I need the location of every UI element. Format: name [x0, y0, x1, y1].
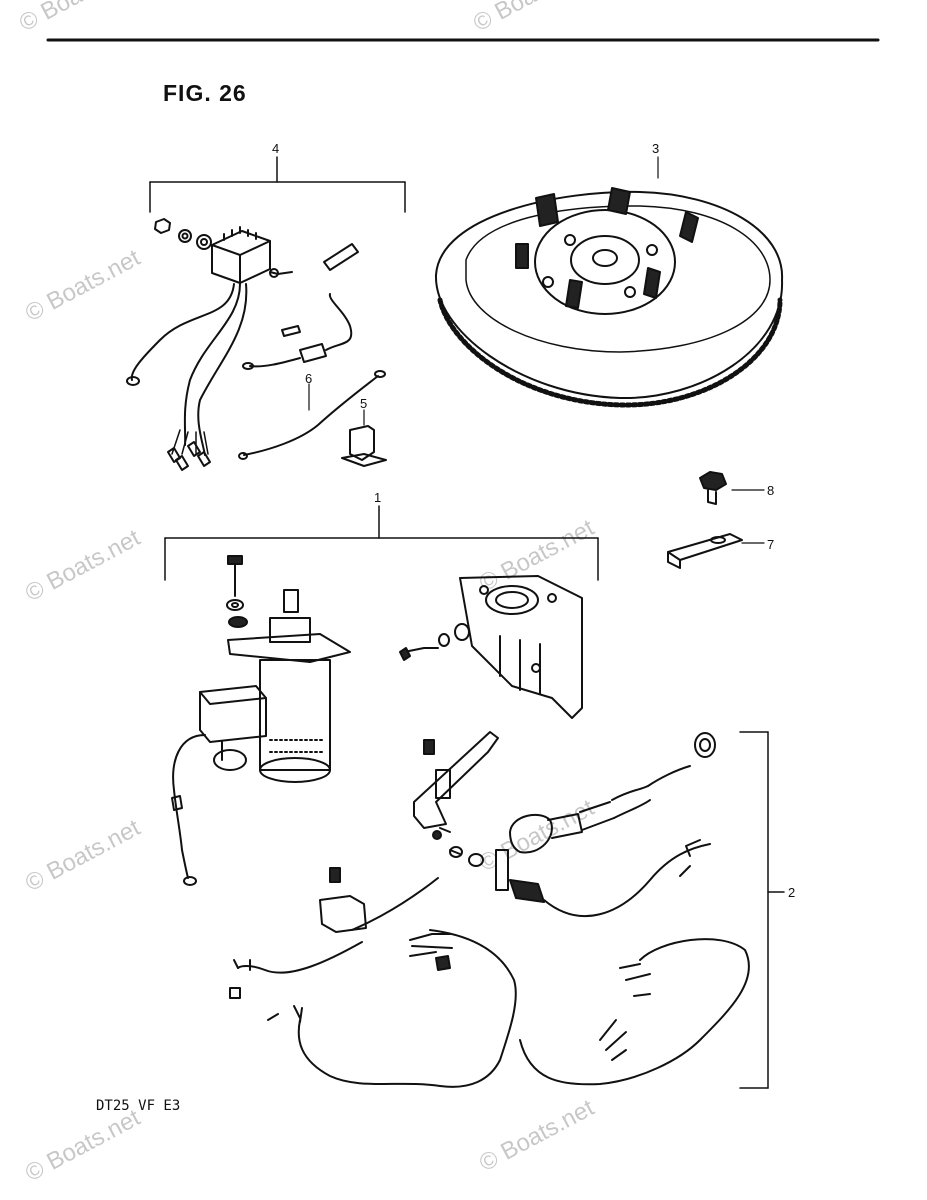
callout-7[interactable]: 7 — [767, 537, 775, 552]
rectifier-group[interactable] — [126, 218, 359, 471]
group-1-bracket — [164, 505, 599, 581]
figure-title: FIG. 26 — [163, 80, 247, 106]
callout-4[interactable]: 4 — [272, 141, 280, 156]
callout-6[interactable]: 6 — [305, 371, 313, 386]
clip-5[interactable] — [341, 409, 387, 467]
lead-wire-6[interactable] — [238, 370, 386, 460]
plate-7[interactable] — [667, 533, 765, 569]
starter-bracket[interactable] — [399, 575, 583, 719]
wiring-harness-2[interactable] — [229, 731, 750, 1088]
bolt-8[interactable] — [699, 471, 765, 505]
starter-motor[interactable] — [171, 555, 351, 886]
callout-1[interactable]: 1 — [374, 490, 382, 505]
model-code: DT25 VF E3 — [96, 1098, 181, 1114]
callout-5[interactable]: 5 — [360, 396, 368, 411]
group-4-bracket — [149, 156, 406, 213]
callout-8[interactable]: 8 — [767, 483, 775, 498]
group-2-bracket — [739, 731, 785, 1089]
callout-3[interactable]: 3 — [652, 141, 660, 156]
callout-2[interactable]: 2 — [788, 885, 796, 900]
flywheel-3[interactable] — [434, 156, 784, 408]
